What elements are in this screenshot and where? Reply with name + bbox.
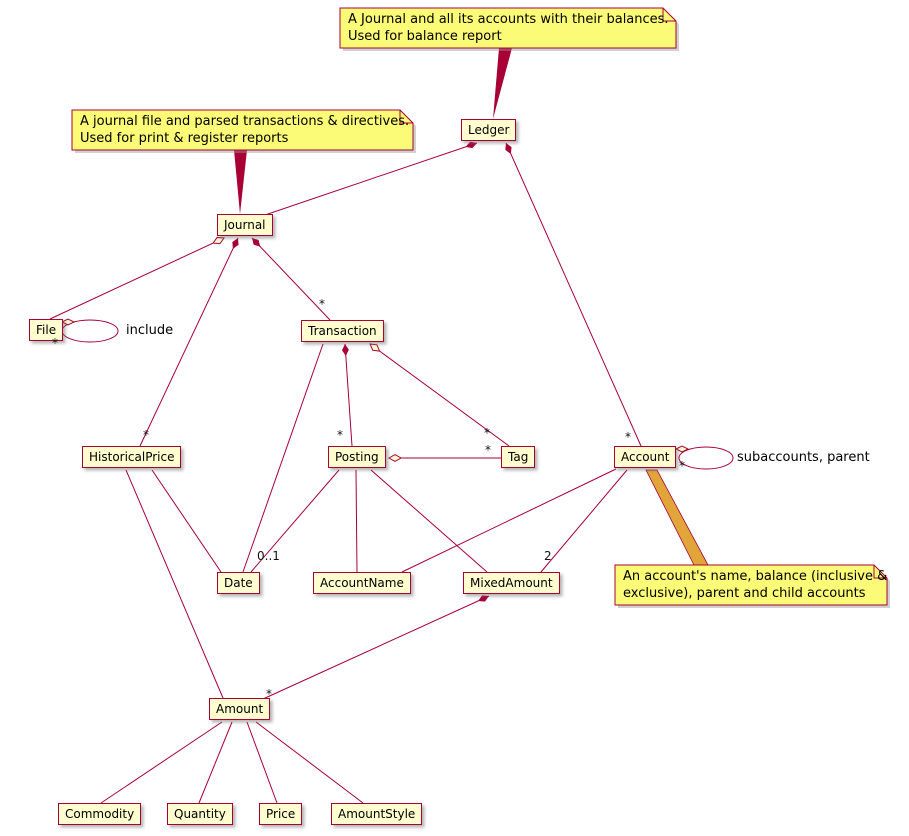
edge-account-mixedamount <box>540 469 628 573</box>
edge-historicalprice-date <box>151 469 222 573</box>
class-mixedamount: MixedAmount <box>463 572 560 594</box>
class-account: Account <box>614 446 677 468</box>
edge-amount-amountstyle <box>255 721 364 804</box>
edge-mixedamount-amount <box>262 595 490 700</box>
edge-ledger-account <box>505 142 642 447</box>
edge-label-subaccounts-parent: subaccounts, parent <box>737 450 870 465</box>
note-line: Used for print & register reports <box>80 131 289 146</box>
multiplicity-transaction-posting: * <box>337 428 343 442</box>
note-line: A Journal and all its accounts with thei… <box>348 12 669 27</box>
edge-amount-price <box>246 721 278 804</box>
edge-amount-quantity <box>198 721 233 804</box>
class-price: Price <box>259 803 303 825</box>
class-ledger: Ledger <box>461 119 517 141</box>
note-journal-fold-icon <box>399 110 413 124</box>
edge-account-subaccounts-loop <box>678 446 734 470</box>
edge-transaction-tag <box>370 344 510 447</box>
multiplicity-account-subaccounts: * <box>679 459 685 473</box>
edge-transaction-date <box>242 343 324 573</box>
edge-posting-date <box>250 469 340 573</box>
class-transaction: Transaction <box>301 320 384 342</box>
edge-journal-file <box>49 238 224 320</box>
multiplicity-account-mixedamount: 2 <box>544 549 552 563</box>
multiplicity-transaction-tag: * <box>484 426 490 440</box>
note-journal: A journal file and parsed transactions &… <box>72 110 413 150</box>
multiplicity-posting-date: 0..1 <box>257 549 280 563</box>
note-line: An account's name, balance (inclusive & <box>623 569 888 584</box>
note-connector-journal <box>234 150 247 214</box>
class-tag: Tag <box>501 446 536 468</box>
multiplicity-mixedamount-amount: * <box>266 687 272 701</box>
note-line: A journal file and parsed transactions &… <box>80 114 410 129</box>
edge-account-accountname <box>401 468 617 573</box>
class-historicalprice: HistoricalPrice <box>82 446 182 468</box>
multiplicity-ledger-account: * <box>625 430 631 444</box>
aggregation-diamond-icon <box>674 445 690 453</box>
note-journal-shape <box>71 109 414 151</box>
class-amount: Amount <box>209 698 271 720</box>
edge-historicalprice-amount <box>125 469 224 699</box>
note-line: exclusive), parent and child accounts <box>623 586 866 601</box>
edge-posting-accountname <box>355 469 358 573</box>
multiplicity-posting-tag: * <box>485 443 491 457</box>
class-file: File <box>29 319 64 341</box>
aggregation-diamond-icon <box>60 318 76 326</box>
multiplicity-journal-transaction: * <box>319 297 325 311</box>
note-account: An account's name, balance (inclusive & … <box>615 565 887 605</box>
edge-amount-commodity <box>100 721 223 804</box>
note-account-fold-icon <box>873 565 887 579</box>
note-ledger-fold-icon <box>662 8 676 22</box>
class-journal: Journal <box>217 214 273 236</box>
multiplicity-file-include: * <box>52 336 58 350</box>
note-line: Used for balance report <box>348 29 502 44</box>
note-account-shape <box>614 564 888 606</box>
class-accountname: AccountName <box>313 572 411 594</box>
note-ledger: A Journal and all its accounts with thei… <box>340 8 676 48</box>
class-quantity: Quantity <box>167 803 233 825</box>
edge-transaction-posting <box>342 343 353 447</box>
edge-label-include: include <box>126 323 174 338</box>
edge-journal-historicalprice <box>139 237 239 447</box>
note-ledger-shape <box>339 7 677 49</box>
class-date: Date <box>217 572 260 594</box>
multiplicity-journal-historicalprice: * <box>143 428 149 442</box>
edge-posting-mixedamount <box>370 469 488 573</box>
note-connector-ledger <box>493 48 512 119</box>
class-posting: Posting <box>328 446 386 468</box>
class-commodity: Commodity <box>58 803 142 825</box>
note-connector-account <box>645 469 709 566</box>
edge-journal-transaction <box>251 237 331 321</box>
class-amountstyle: AmountStyle <box>331 803 423 825</box>
edge-ledger-journal <box>264 141 478 216</box>
